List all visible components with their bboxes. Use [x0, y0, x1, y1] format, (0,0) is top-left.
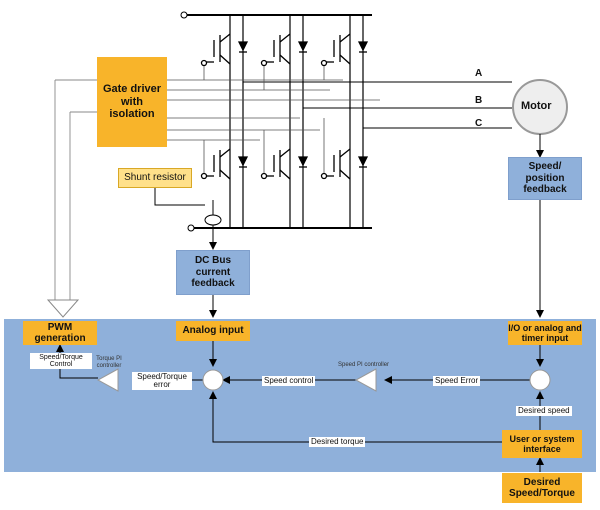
pwm-hollow-arrow: [46, 299, 80, 318]
inverter-legs: [229, 15, 364, 228]
shunt-resistor-box: Shunt resistor: [118, 168, 192, 188]
motor-label: Motor: [521, 100, 552, 112]
upper-igbts: [200, 33, 369, 67]
lower-igbts: [200, 148, 369, 180]
io-input-box: I/O or analog and timer input: [508, 321, 582, 345]
pwm-generation-box: PWM generation: [23, 321, 97, 345]
speed-error-label: Speed Error: [433, 376, 481, 386]
desired-speed-torque-box: Desired Speed/Torque: [502, 473, 582, 503]
user-system-interface-label: User or system interface: [509, 433, 575, 454]
phase-lines: [243, 81, 512, 129]
isolation-feedback-lines: [54, 79, 97, 300]
current-sensor: [204, 214, 222, 226]
dc-bus-positive-terminal: [180, 11, 188, 19]
pwm-generation-label: PWM generation: [34, 321, 86, 345]
dc-bus-rails: [182, 14, 372, 229]
speed-torque-control-label: Speed/Torque Control: [30, 353, 92, 369]
torque-pi-controller-label: Torque PI controller: [96, 356, 122, 369]
desired-speed-label: Desired speed: [516, 406, 572, 416]
speed-position-feedback-label: Speed/ position feedback: [523, 161, 567, 196]
torque-summing-junction: [202, 369, 224, 391]
shunt-resistor-label: Shunt resistor: [124, 172, 186, 184]
gate-signal-lines: [167, 66, 380, 173]
control-panel-background: [4, 319, 596, 472]
phase-c-label: C: [475, 118, 483, 129]
analog-input-box: Analog input: [176, 321, 250, 341]
desired-speed-torque-label: Desired Speed/Torque: [509, 476, 575, 500]
gate-driver-box: Gate driver with isolation: [97, 57, 167, 147]
io-input-label: I/O or analog and timer input: [508, 322, 582, 343]
desired-torque-label: Desired torque: [309, 437, 366, 447]
speed-position-feedback-box: Speed/ position feedback: [508, 157, 582, 200]
speed-torque-error-label: Speed/Torque error: [132, 372, 192, 390]
speed-pi-triangle: [354, 368, 377, 392]
control-loop-lines: [56, 341, 544, 472]
analog-input-label: Analog input: [182, 325, 244, 337]
dc-bus-feedback-label: DC Bus current feedback: [191, 255, 235, 290]
torque-pi-triangle: [96, 368, 119, 392]
speed-control-label: Speed control: [262, 376, 316, 386]
speed-summing-junction: [529, 369, 551, 391]
gate-driver-label: Gate driver with isolation: [102, 83, 162, 121]
user-system-interface-box: User or system interface: [502, 430, 582, 458]
speed-pi-controller-label: Speed PI controller: [338, 362, 390, 368]
phase-a-label: A: [475, 68, 483, 79]
dc-bus-feedback-box: DC Bus current feedback: [176, 250, 250, 295]
phase-b-label: B: [475, 95, 483, 106]
